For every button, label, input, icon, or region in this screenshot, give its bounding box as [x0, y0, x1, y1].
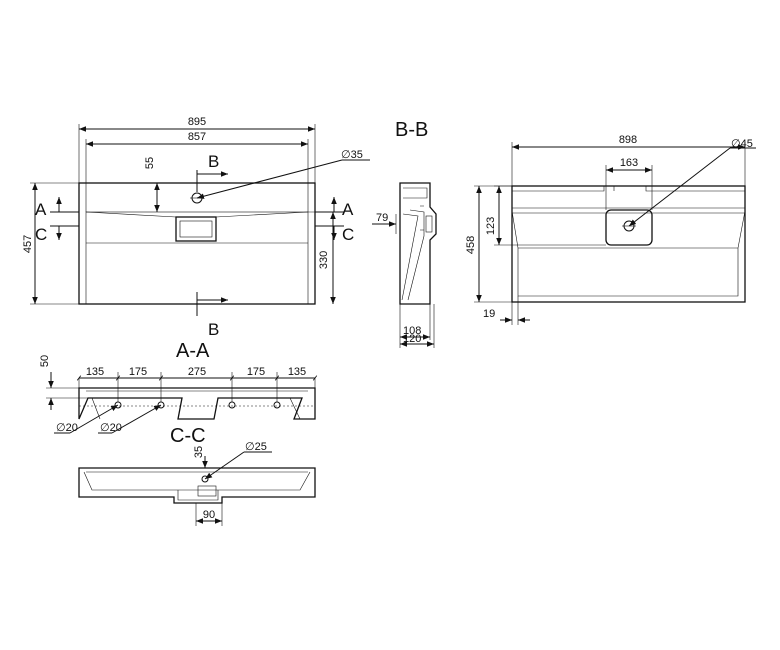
dim-163: 163 [620, 157, 638, 169]
section-aa-title: A-A [176, 340, 210, 362]
dim-898: 898 [619, 134, 637, 146]
section-marker-b-top: B [208, 152, 219, 171]
section-marker-c-left: C [35, 225, 47, 244]
overflow-slot [175, 216, 217, 242]
section-cc-title: C-C [170, 425, 206, 447]
dim-50: 50 [39, 355, 51, 367]
dim-19: 19 [483, 308, 495, 320]
dim-108: 108 [403, 325, 421, 337]
dia-35: ∅35 [341, 149, 363, 161]
dim-330: 330 [318, 251, 330, 269]
cc-profile [78, 467, 316, 504]
dim-458: 458 [465, 236, 477, 254]
aa-segment-5: 135 [288, 366, 306, 378]
section-marker-b-bottom: B [208, 320, 219, 339]
aa-segment-3: 275 [188, 366, 206, 378]
section-marker-a-right: A [342, 200, 354, 219]
aa-segment-1: 135 [86, 366, 104, 378]
dim-90: 90 [203, 509, 215, 521]
dim-123: 123 [485, 217, 497, 235]
section-aa: A-A 135 175 275 175 135 50 [39, 340, 316, 434]
aa-segment-4: 175 [247, 366, 265, 378]
section-marker-a-left: A [35, 200, 47, 219]
section-cc: C-C 35 ∅25 90 [78, 425, 316, 526]
bb-outline [511, 185, 746, 303]
dia-20-right: ∅20 [100, 422, 122, 434]
dia-25: ∅25 [245, 441, 267, 453]
view-bb-title: B-B [395, 119, 428, 141]
basin-outline [78, 182, 316, 305]
view-bb: B-B 898 163 ∅45 123 458 [395, 119, 756, 325]
dia-20-left: ∅20 [56, 422, 78, 434]
dim-120: 120 [403, 333, 421, 345]
aa-segment-2: 175 [129, 366, 147, 378]
dim-55: 55 [144, 157, 156, 169]
dim-79: 79 [376, 212, 388, 224]
dia-45: ∅45 [731, 138, 753, 150]
dim-895: 895 [188, 116, 206, 128]
dim-457: 457 [22, 235, 34, 253]
side-view: 79 108 120 [372, 182, 437, 348]
basin-inner-bowl [85, 211, 309, 305]
aa-profile [78, 387, 316, 420]
dim-35: 35 [193, 446, 205, 458]
top-view: 895 857 55 ∅35 457 330 B B A [22, 116, 370, 339]
section-marker-c-right: C [342, 225, 354, 244]
bb-tap-block [605, 209, 653, 246]
dim-857: 857 [188, 131, 206, 143]
